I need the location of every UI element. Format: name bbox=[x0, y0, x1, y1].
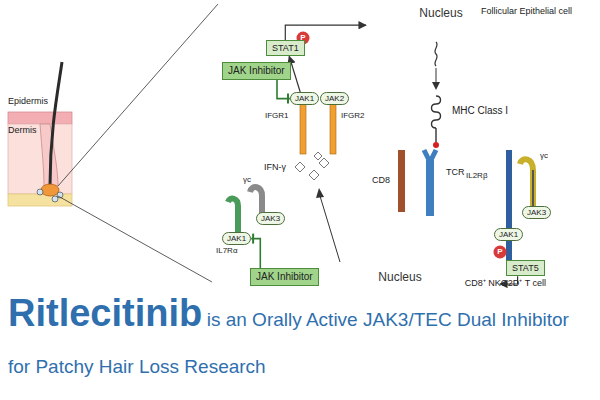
receptor-bar bbox=[330, 100, 336, 154]
receptor-label: γc bbox=[540, 152, 548, 160]
ifn-diamond bbox=[309, 170, 319, 180]
molecule-label: CD8 bbox=[372, 176, 390, 185]
receptor-label: IL2Rβ bbox=[466, 172, 488, 180]
inhibition-line bbox=[251, 234, 260, 268]
receptor-label: IFGR1 bbox=[265, 112, 289, 120]
release-arrow bbox=[320, 196, 340, 262]
inhibition-line bbox=[277, 80, 290, 104]
antigen-dot bbox=[433, 142, 439, 148]
jak-pill: JAK3 bbox=[522, 206, 551, 219]
node-label: JAK3 bbox=[527, 208, 546, 217]
node-label: JAK Inhibitor bbox=[228, 65, 285, 77]
receptor-label: IL7Rα bbox=[216, 247, 238, 255]
node-label: JAK1 bbox=[499, 230, 518, 239]
jak-pill: JAK1 bbox=[290, 92, 319, 105]
cd8-bar bbox=[398, 150, 405, 212]
jak-pill: JAK2 bbox=[320, 92, 349, 105]
layer-label: Epidermis bbox=[8, 97, 48, 106]
gamma-c-chain bbox=[520, 159, 533, 208]
jak-pill: JAK1 bbox=[494, 228, 523, 241]
layer-label: Dermis bbox=[8, 126, 37, 135]
tcr-symbol bbox=[426, 160, 434, 216]
inhibitor-box: JAK Inhibitor bbox=[250, 268, 319, 286]
mhc-class-i bbox=[432, 96, 441, 128]
t-cell-dot bbox=[52, 196, 58, 202]
phospho-label: P bbox=[497, 248, 502, 256]
jak-pill: JAK1 bbox=[222, 232, 251, 245]
phospho-circle bbox=[494, 246, 507, 259]
il2rb-chain bbox=[506, 150, 512, 260]
dermis-layer bbox=[8, 124, 72, 194]
jak-pill: JAK3 bbox=[256, 212, 285, 225]
arrow-head bbox=[432, 82, 440, 90]
stat-box: STAT1 bbox=[266, 40, 305, 56]
node-label: JAK Inhibitor bbox=[256, 271, 313, 283]
receptor-label: γc bbox=[243, 176, 251, 184]
cell-heading: Follicular Epithelial cell bbox=[481, 6, 572, 16]
ifn-diamond bbox=[295, 162, 305, 172]
stat-box: STAT5 bbox=[506, 260, 545, 276]
arrow-connector bbox=[289, 56, 300, 92]
ifn-diamond bbox=[319, 158, 329, 168]
node-label: JAK1 bbox=[295, 94, 314, 103]
cell-heading: CD8⁺ NKG2D⁺ T cell bbox=[465, 276, 546, 289]
il7ra-chain bbox=[228, 199, 238, 232]
ifn-diamond bbox=[314, 152, 322, 160]
molecule-label: MHC Class I bbox=[452, 106, 508, 116]
gamma-c-chain bbox=[532, 170, 534, 208]
node-label: JAK1 bbox=[227, 234, 246, 243]
hair-shaft bbox=[50, 62, 62, 186]
node-label: JAK3 bbox=[261, 214, 280, 223]
nucleus: Nucleus bbox=[300, 262, 500, 293]
mrna-strand bbox=[435, 42, 437, 66]
title: Ritlecitinib bbox=[8, 292, 202, 334]
receptor-bar bbox=[300, 100, 306, 154]
node-label: STAT1 bbox=[272, 43, 299, 53]
mhc-stem bbox=[435, 128, 436, 142]
leader-line bbox=[58, 4, 218, 186]
molecule-label: TCR bbox=[446, 168, 465, 177]
epidermis-layer bbox=[8, 112, 72, 124]
follicular-cell: Follicular Epithelial cell NucleusSTAT1JA… bbox=[218, 0, 580, 143]
t-cell-dot bbox=[37, 189, 43, 195]
leader-line bbox=[58, 196, 212, 282]
cytokine-label: IFN-γ bbox=[264, 163, 286, 172]
hair-bulb bbox=[41, 184, 59, 196]
node-label: Nucleus bbox=[378, 270, 421, 284]
node-label: Nucleus bbox=[419, 6, 462, 20]
arrow-connector bbox=[285, 25, 366, 40]
arrow-head bbox=[316, 188, 324, 198]
node-label: JAK2 bbox=[325, 94, 344, 103]
receptor-label: IFGR2 bbox=[341, 112, 365, 120]
node-label: STAT5 bbox=[512, 263, 539, 273]
inhibitor-box: JAK Inhibitor bbox=[222, 62, 291, 80]
